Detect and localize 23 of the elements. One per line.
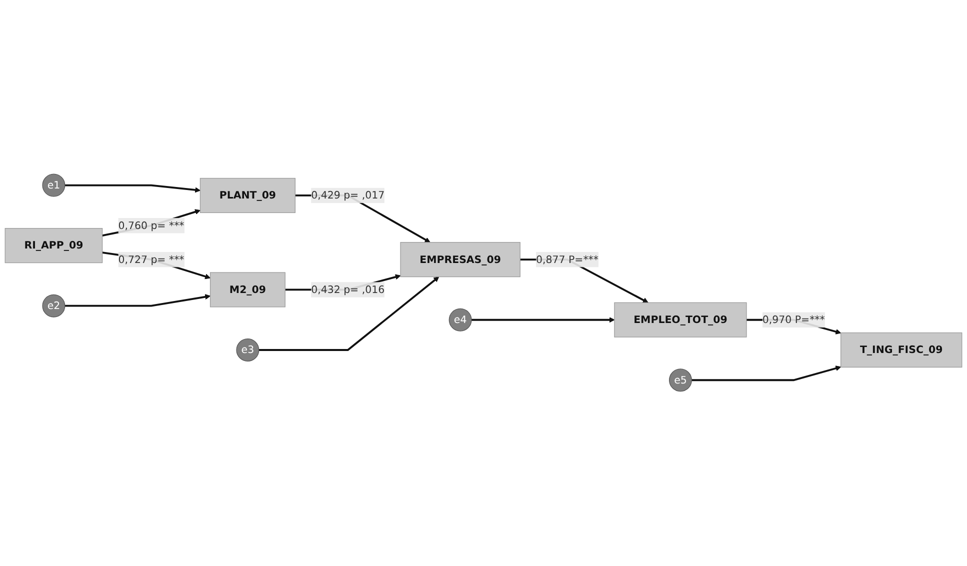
edge-label: 0,429 p= ,017 <box>311 189 385 202</box>
arrow <box>64 294 211 308</box>
arrow <box>471 317 615 323</box>
node-circle: e2 <box>42 294 66 318</box>
node-box: PLANT_09 <box>200 178 296 214</box>
edge-label: 0,970 P=*** <box>762 314 825 326</box>
node-box: M2_09 <box>210 272 286 308</box>
node-circle: e4 <box>448 308 472 332</box>
edge-label: 0,432 p= ,016 <box>311 284 385 296</box>
edge-label: 0,727 p= *** <box>118 254 184 266</box>
node-box: EMPLEO_TOT_09 <box>614 302 747 338</box>
arrow <box>692 366 842 382</box>
arrow <box>64 184 200 193</box>
arrow <box>102 252 211 280</box>
node-circle: e5 <box>668 368 692 392</box>
node-box: RI_APP_09 <box>4 228 103 264</box>
node-box: EMPRESAS_09 <box>400 242 520 278</box>
edge-label: 0,760 p= *** <box>118 220 184 232</box>
node-circle: e3 <box>236 338 260 362</box>
node-circle: e1 <box>42 174 66 198</box>
edge-label: 0,877 P=*** <box>536 254 599 266</box>
arrow <box>258 276 440 352</box>
node-box: T_ING_FISC_09 <box>840 332 962 368</box>
